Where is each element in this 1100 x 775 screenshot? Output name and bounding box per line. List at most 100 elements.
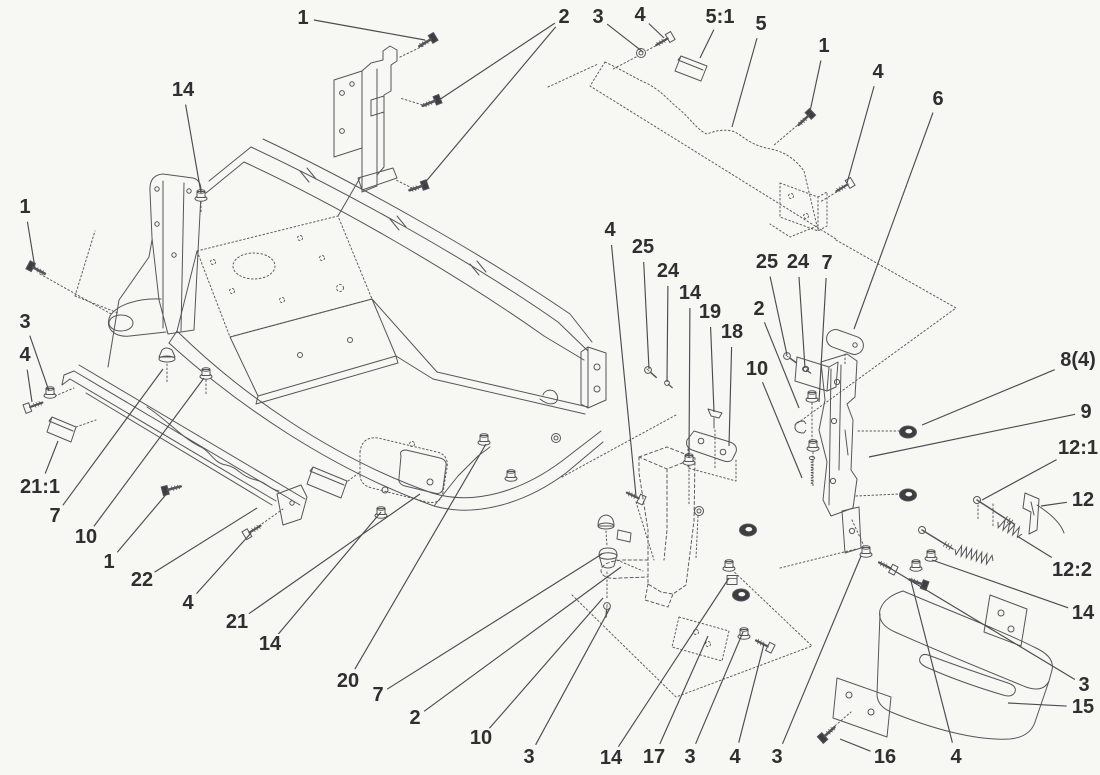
callout-label-4: 4: [604, 219, 616, 241]
callout-label-7: 7: [821, 252, 832, 274]
threaded-stud-part: [808, 455, 816, 485]
callout-label-3: 3: [684, 746, 695, 768]
washer-part: [694, 506, 704, 516]
callout-label-1: 1: [103, 551, 114, 573]
leader-line: [26, 221, 36, 269]
hex-bolt-part: [754, 638, 776, 654]
leader-line: [354, 443, 487, 670]
callout-label-21:1: 21:1: [20, 476, 60, 498]
flange-nut-part: [722, 559, 736, 572]
callout-label-10: 10: [470, 727, 492, 749]
side-rail-art: [46, 364, 348, 527]
callout-label-12: 12: [1072, 489, 1094, 511]
spring-part: [997, 518, 1023, 539]
leader-line: [868, 413, 1076, 458]
callout-label-15: 15: [1072, 696, 1094, 718]
leader-line: [26, 369, 33, 403]
square-nut-part: [726, 575, 738, 585]
top-mount-bracket-art: [333, 45, 427, 193]
callout-label-3: 3: [592, 6, 603, 28]
flange-nut-part: [909, 559, 923, 572]
leader-line: [931, 559, 1069, 609]
callout-label-1: 1: [19, 196, 30, 218]
leader-line: [44, 440, 59, 474]
callout-label-14: 14: [172, 79, 195, 101]
leader-line: [921, 369, 1055, 426]
callout-label-14: 14: [259, 633, 282, 655]
flange-nut-part: [924, 549, 938, 562]
fasteners-layer: [22, 30, 1023, 745]
leader-line: [93, 377, 205, 527]
callout-label-6: 6: [932, 88, 943, 110]
callout-label-5:1: 5:1: [706, 6, 735, 28]
flange-nut-part: [199, 367, 213, 380]
callout-label-4: 4: [872, 61, 884, 83]
callout-label-4: 4: [729, 746, 741, 768]
callout-label-22: 22: [131, 569, 153, 591]
flange-nut-part: [859, 545, 873, 558]
callout-label-16: 16: [874, 746, 896, 768]
rubber-grommet-part: [732, 588, 750, 602]
leader-line: [695, 631, 744, 745]
callout-label-12:1: 12:1: [1058, 437, 1098, 459]
callout-label-9: 9: [1080, 401, 1091, 423]
callout-label-18: 18: [721, 321, 743, 343]
screw-part: [783, 352, 797, 364]
leader-line: [196, 532, 252, 594]
callout-label-2: 2: [558, 6, 569, 28]
flange-nut-part: [682, 453, 696, 466]
callout-label-1: 1: [818, 35, 829, 57]
ghost-alignment-lines: [39, 63, 994, 698]
hex-bolt-part: [22, 401, 44, 414]
left-caster-bracket-art: [108, 173, 207, 397]
flange-nut-part: [504, 469, 518, 482]
leader-line: [659, 635, 709, 745]
carriage-bolt-part: [797, 107, 817, 127]
leader-line: [438, 22, 556, 101]
rod-part: [918, 526, 954, 551]
leader-line: [666, 285, 669, 383]
leader-line: [846, 85, 875, 184]
leader-line: [910, 580, 953, 743]
leader-line: [386, 553, 603, 690]
callout-label-25: 25: [756, 251, 778, 273]
leader-line: [643, 261, 650, 370]
callout-label-17: 17: [643, 746, 665, 768]
flange-nut-part: [806, 439, 820, 452]
leader-line: [853, 112, 934, 330]
screw-part: [644, 366, 657, 379]
flange-nut-part: [477, 433, 491, 446]
callout-label-4: 4: [950, 746, 962, 768]
leader-line: [617, 577, 730, 748]
callout-label-4: 4: [182, 592, 194, 614]
callout-label-12:2: 12:2: [1052, 559, 1092, 581]
leader-line: [535, 607, 611, 746]
carriage-bolt-part: [816, 726, 836, 745]
leader-line: [731, 37, 758, 128]
rubber-grommet-part: [899, 425, 917, 439]
leader-line: [781, 555, 862, 745]
callout-label-19: 19: [699, 301, 721, 323]
callout-label-3: 3: [19, 311, 30, 333]
leader-line: [728, 346, 733, 447]
flange-nut-part: [43, 386, 57, 399]
rubber-grommet-part: [899, 488, 917, 502]
rivet-part: [664, 380, 673, 389]
carriage-bolt-part: [421, 93, 443, 108]
callout-label-4: 4: [634, 4, 646, 26]
leader-line: [488, 597, 604, 729]
flange-nut-part: [805, 390, 819, 403]
hex-bolt-part: [241, 524, 262, 541]
callout-label-20: 20: [337, 670, 359, 692]
leader-line: [699, 29, 715, 59]
heat-shield-panel-art: [589, 43, 841, 240]
leader-line: [839, 738, 871, 752]
callout-label-4: 4: [19, 344, 31, 366]
rod-part: [973, 496, 1015, 525]
washer-part: [551, 433, 561, 443]
hex-bolt-part: [835, 176, 856, 193]
leader-line: [798, 276, 806, 369]
